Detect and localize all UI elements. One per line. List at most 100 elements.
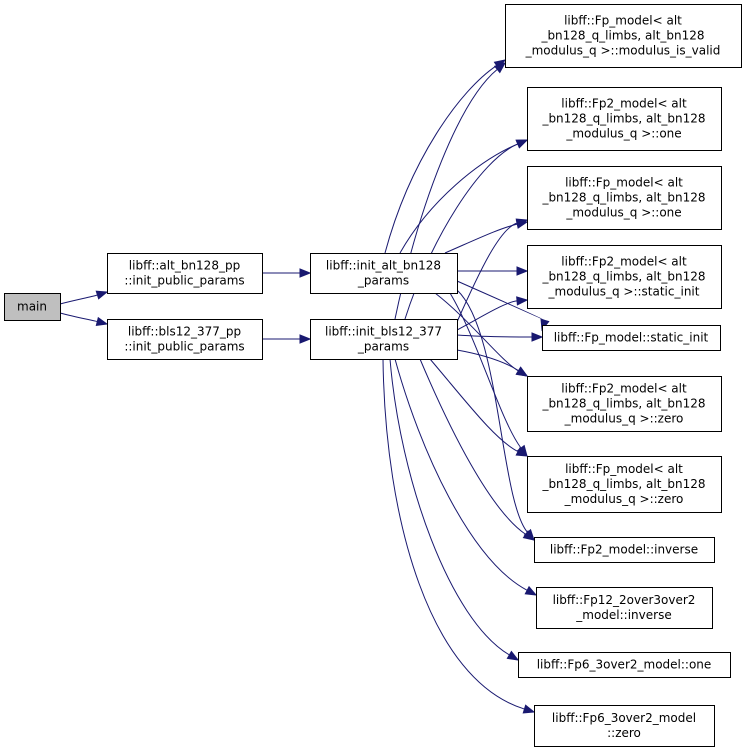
node-fp2_static[interactable]: libff::Fp2_model< alt_bn128_q_limbs, alt…: [527, 245, 722, 309]
arrowhead-init_bls-to-fp_zero: [515, 447, 529, 457]
node-fp_valid[interactable]: libff::Fp_model< alt_bn128_q_limbs, alt_…: [505, 4, 742, 68]
node-init_bls[interactable]: libff::init_bls12_377_params: [310, 319, 458, 360]
node-label-init_bls-line-0: libff::init_bls12_377: [325, 325, 442, 339]
node-box-fp_one[interactable]: [527, 166, 722, 230]
node-label-bls_pp-line-1: ::init_public_params: [124, 340, 244, 354]
node-fp_zero[interactable]: libff::Fp_model< alt_bn128_q_limbs, alt_…: [527, 456, 722, 513]
node-fp6_one[interactable]: libff::Fp6_3over2_model::one: [518, 652, 731, 678]
node-label-fp2_one-line-0: libff::Fp2_model< alt: [561, 97, 687, 111]
edge-init_bls-to-fp12_inv: [394, 358, 528, 591]
node-label-fp12_inv-line-1: _model::inverse: [575, 608, 671, 622]
edge-init_alt-to-fp2_one: [399, 143, 518, 254]
node-main[interactable]: main: [4, 293, 61, 321]
node-label-fp2_inv-line-0: libff::Fp2_model::inverse: [550, 543, 698, 557]
node-label-fp_static-line-0: libff::Fp_model::static_init: [554, 331, 709, 345]
node-label-fp2_static-line-0: libff::Fp2_model< alt: [561, 255, 687, 269]
node-label-fp2_static-line-2: _modulus_q >::static_init: [548, 285, 700, 299]
edge-init_bls-to-fp2_zero: [456, 349, 519, 372]
node-label-fp_valid-line-1: _bn128_q_limbs, alt_bn128: [540, 29, 704, 43]
arrowhead-init_bls-to-fp2_static: [516, 296, 529, 306]
node-box-fp_static[interactable]: [542, 325, 721, 351]
edge-init_bls-to-fp2_inv: [419, 358, 527, 535]
nodes-layer: main libff::alt_bn128_pp::init_public_par…: [4, 4, 742, 747]
node-label-fp_one-line-1: _bn128_q_limbs, alt_bn128: [541, 191, 705, 205]
node-box-fp2_inv[interactable]: [534, 537, 715, 563]
node-fp_static[interactable]: libff::Fp_model::static_init: [542, 325, 721, 351]
node-fp2_zero[interactable]: libff::Fp2_model< alt_bn128_q_limbs, alt…: [527, 376, 722, 432]
edge-init_bls-to-fp6_one: [389, 358, 510, 656]
arrowhead-init_bls-to-fp12_inv: [524, 585, 538, 596]
node-label-fp6_zero-line-0: libff::Fp6_3over2_model: [552, 711, 696, 725]
arrowhead-init_bls-to-fp2_zero: [515, 366, 529, 377]
node-fp_one[interactable]: libff::Fp_model< alt_bn128_q_limbs, alt_…: [527, 166, 722, 230]
node-fp6_zero[interactable]: libff::Fp6_3over2_model::zero: [534, 705, 715, 747]
edge-init_bls-to-fp_static: [456, 334, 533, 338]
node-box-fp2_one[interactable]: [527, 87, 722, 151]
node-label-fp_valid-line-0: libff::Fp_model< alt: [564, 14, 682, 28]
arrowhead-init_bls-to-fp6_zero: [522, 704, 536, 714]
node-label-fp_zero-line-1: _bn128_q_limbs, alt_bn128: [541, 477, 705, 491]
arrowhead-main-to-alt_pp: [95, 290, 109, 300]
node-label-fp_one-line-2: _modulus_q >::one: [565, 206, 681, 220]
node-label-fp2_zero-line-1: _bn128_q_limbs, alt_bn128: [541, 397, 705, 411]
node-box-alt_pp[interactable]: [107, 253, 263, 294]
node-label-fp_one-line-0: libff::Fp_model< alt: [565, 176, 683, 190]
node-label-fp2_one-line-1: _bn128_q_limbs, alt_bn128: [541, 112, 705, 126]
node-label-bls_pp-line-0: libff::bls12_377_pp: [128, 325, 241, 339]
arrowhead-init_bls-to-fp_one: [515, 218, 529, 228]
node-label-fp12_inv-line-0: libff::Fp12_2over3over2: [553, 593, 696, 607]
edge-init_alt-to-fp_one: [444, 223, 518, 254]
node-box-init_bls[interactable]: [310, 319, 458, 360]
node-label-fp2_one-line-2: _modulus_q >::one: [565, 127, 681, 141]
edge-init_bls-to-fp_zero: [429, 358, 519, 452]
node-label-fp6_one-line-0: libff::Fp6_3over2_model::one: [537, 658, 712, 672]
arrowhead-init_bls-to-fp6_one: [506, 650, 520, 661]
arrowhead-init_bls-to-fp_static: [531, 332, 544, 342]
node-init_alt[interactable]: libff::init_alt_bn128_params: [310, 253, 458, 294]
edge-init_alt-to-fp2_inv: [456, 289, 528, 533]
arrowhead-init_bls-to-fp2_inv: [522, 530, 536, 541]
node-bls_pp[interactable]: libff::bls12_377_pp::init_public_params: [107, 319, 263, 360]
arrowhead-main-to-bls_pp: [95, 316, 109, 327]
edges-layer: [59, 59, 550, 714]
node-box-fp_zero[interactable]: [527, 456, 722, 513]
node-label-fp_zero-line-0: libff::Fp_model< alt: [565, 462, 683, 476]
edge-init_alt-to-fp_zero: [449, 292, 522, 449]
node-box-main[interactable]: [4, 293, 61, 321]
node-box-fp6_zero[interactable]: [534, 705, 715, 747]
node-box-fp2_zero[interactable]: [527, 376, 722, 432]
node-alt_pp[interactable]: libff::alt_bn128_pp::init_public_params: [107, 253, 263, 294]
node-label-fp_valid-line-2: _modulus_q >::modulus_is_valid: [525, 44, 721, 58]
edge-init_bls-to-fp_one: [456, 222, 518, 323]
arrowhead-init_bls-to-fp_valid: [493, 62, 507, 74]
edge-main-to-bls_pp: [59, 312, 98, 323]
arrowhead-bls_pp-to-init_bls: [299, 334, 312, 344]
edge-init_alt-to-fp_valid: [384, 65, 497, 254]
arrowhead-init_bls-to-fp2_one: [515, 139, 529, 149]
node-box-fp2_static[interactable]: [527, 245, 722, 309]
arrowhead-init_alt-to-fp2_static: [516, 266, 529, 276]
node-label-fp2_zero-line-0: libff::Fp2_model< alt: [561, 382, 687, 396]
edge-init_bls-to-fp2_static: [456, 300, 518, 331]
node-fp12_inv[interactable]: libff::Fp12_2over3over2_model::inverse: [536, 587, 713, 629]
node-fp2_inv[interactable]: libff::Fp2_model::inverse: [534, 537, 715, 563]
node-label-fp2_zero-line-2: _modulus_q >::zero: [564, 412, 684, 426]
node-box-bls_pp[interactable]: [107, 319, 263, 360]
node-label-init_alt-line-1: _params: [357, 274, 409, 288]
arrowhead-alt_pp-to-init_alt: [299, 268, 312, 278]
node-label-alt_pp-line-1: ::init_public_params: [124, 274, 244, 288]
node-box-fp6_one[interactable]: [518, 652, 731, 678]
edge-init_bls-to-fp6_zero: [382, 358, 525, 710]
node-label-init_alt-line-0: libff::init_alt_bn128: [326, 259, 441, 273]
node-label-alt_pp-line-0: libff::alt_bn128_pp: [129, 259, 240, 273]
node-label-main-line-0: main: [17, 300, 47, 314]
node-label-fp_zero-line-2: _modulus_q >::zero: [564, 492, 684, 506]
node-label-fp2_static-line-1: _bn128_q_limbs, alt_bn128: [541, 270, 705, 284]
edge-main-to-alt_pp: [59, 294, 98, 305]
node-fp2_one[interactable]: libff::Fp2_model< alt_bn128_q_limbs, alt…: [527, 87, 722, 151]
node-box-fp_valid[interactable]: [505, 4, 742, 68]
node-label-fp6_zero-line-1: ::zero: [607, 726, 641, 740]
node-box-fp12_inv[interactable]: [536, 587, 713, 629]
node-box-init_alt[interactable]: [310, 253, 458, 294]
